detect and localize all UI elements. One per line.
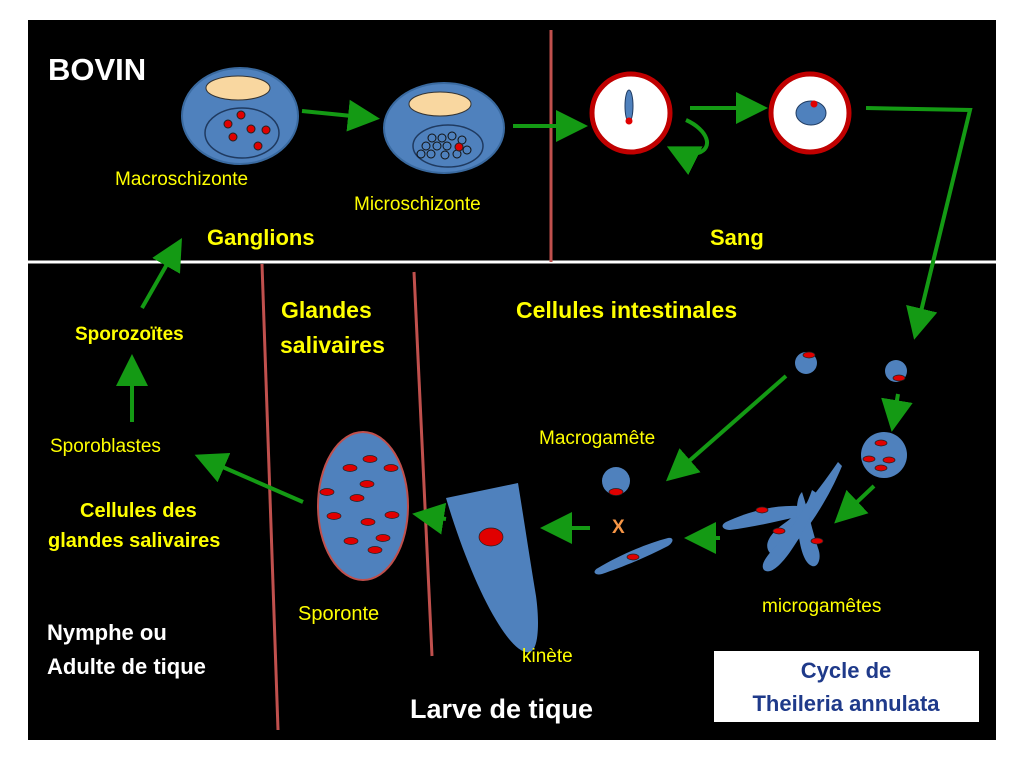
erythrocyte-1	[589, 71, 673, 155]
label-microgametes: microgamêtes	[762, 596, 881, 617]
label-fusion-x: X	[612, 517, 625, 538]
divider-bottom-left	[260, 263, 280, 731]
arrow-blood-loop	[666, 118, 710, 176]
arrow-kinete-to-sporonte	[412, 502, 447, 535]
label-macroschizonte: Macroschizonte	[115, 169, 248, 190]
label-cellules-des-line1: Cellules des	[80, 500, 197, 522]
label-macrogamete: Macrogamête	[539, 428, 655, 449]
arrow-gut-to-macrogamete	[665, 374, 788, 482]
label-nymphe-line2: Adulte de tique	[47, 654, 206, 679]
microgamete-cell	[594, 537, 673, 575]
erythrocyte-2	[768, 71, 852, 155]
label-sporoblastes: Sporoblastes	[50, 436, 161, 457]
gut-cell-2	[885, 360, 907, 382]
microschizonte-cell	[383, 82, 505, 174]
kinete-cell	[446, 483, 538, 653]
sporonte-cell	[317, 431, 409, 581]
label-microschizonte: Microschizonte	[354, 194, 481, 215]
macroschizonte-nucleus	[205, 75, 271, 101]
label-nymphe-line1: Nymphe ou	[47, 620, 167, 645]
arrow-macro-to-micro	[301, 99, 380, 132]
label-kinete: kinète	[522, 646, 573, 667]
gut-cell-dividing	[861, 432, 907, 478]
macrogamete-cell	[602, 467, 630, 496]
cycle-title-box	[714, 651, 979, 722]
label-ganglions: Ganglions	[207, 225, 315, 250]
arrow-dividing-to-microgametes	[834, 484, 876, 524]
arrow-gut-to-dividing	[881, 393, 913, 432]
arrow-sporozoites-to-ganglions	[140, 238, 182, 309]
label-glandes-line1: Glandes	[281, 297, 372, 323]
macroschizonte-cell	[181, 67, 299, 165]
arrow-blood-to-gut	[865, 106, 973, 340]
label-cycle-line2: Theileria annulata	[752, 691, 940, 716]
arrows	[116, 92, 973, 554]
label-cellules-des-line2: glandes salivaires	[48, 530, 220, 552]
microschizonte-nucleus	[408, 91, 472, 117]
label-larve-de-tique: Larve de tique	[410, 694, 593, 724]
microgametes-cluster	[722, 462, 842, 572]
label-sporozoites: Sporozoïtes	[75, 324, 184, 345]
label-bovin: BOVIN	[48, 52, 146, 87]
arrow-sporonte-to-sporoblastes	[194, 452, 304, 504]
gut-cell-1	[795, 351, 817, 374]
label-cellules-intestinales: Cellules intestinales	[516, 297, 737, 323]
label-glandes-line2: salivaires	[280, 332, 385, 358]
label-sang: Sang	[710, 225, 764, 250]
divider-bottom-middle	[412, 271, 434, 657]
label-cycle-line1: Cycle de	[801, 658, 892, 683]
label-sporonte: Sporonte	[298, 603, 379, 625]
